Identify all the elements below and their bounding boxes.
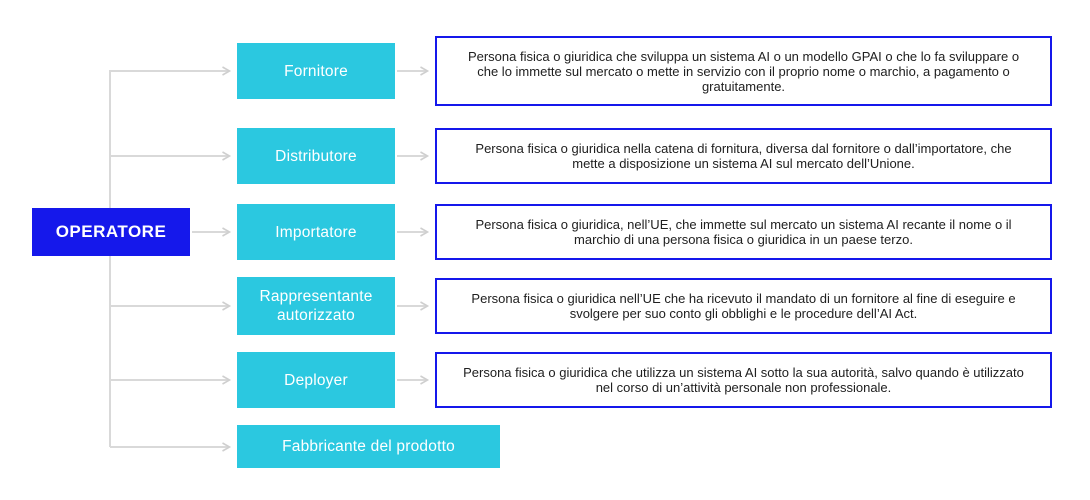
node-fornitore-label: Fornitore <box>284 62 348 80</box>
description-rappresentante-text: Persona fisica o giuridica nell’UE che h… <box>471 291 1016 321</box>
description-deployer: Persona fisica o giuridica che utilizza … <box>435 352 1052 408</box>
description-importatore-text: Persona fisica o giuridica, nell’UE, che… <box>475 217 1012 247</box>
description-fornitore-text: Persona fisica o giuridica che sviluppa … <box>467 48 1020 94</box>
node-importatore-label: Importatore <box>275 223 357 241</box>
node-operatore-label: OPERATORE <box>55 222 167 241</box>
node-deployer: Deployer <box>237 352 395 408</box>
node-fabbricante-del-prodotto: Fabbricante del prodotto <box>237 425 500 468</box>
description-deployer-text: Persona fisica o giuridica che utilizza … <box>463 365 1024 395</box>
description-fornitore: Persona fisica o giuridica che sviluppa … <box>435 36 1052 106</box>
node-operatore: OPERATORE <box>32 208 190 256</box>
node-distributore: Distributore <box>237 128 395 184</box>
description-rappresentante: Persona fisica o giuridica nell’UE che h… <box>435 278 1052 334</box>
node-distributore-label: Distributore <box>275 147 357 165</box>
node-rappresentante-autorizzato: Rappresentante autorizzato <box>237 277 395 335</box>
description-importatore: Persona fisica o giuridica, nell’UE, che… <box>435 204 1052 260</box>
node-fabbricante-label: Fabbricante del prodotto <box>282 438 455 455</box>
description-distributore-text: Persona fisica o giuridica nella catena … <box>475 141 1012 171</box>
node-deployer-label: Deployer <box>284 371 348 389</box>
node-fornitore: Fornitore <box>237 43 395 99</box>
description-distributore: Persona fisica o giuridica nella catena … <box>435 128 1052 184</box>
node-rappresentante-label: Rappresentante autorizzato <box>259 288 373 324</box>
node-importatore: Importatore <box>237 204 395 260</box>
